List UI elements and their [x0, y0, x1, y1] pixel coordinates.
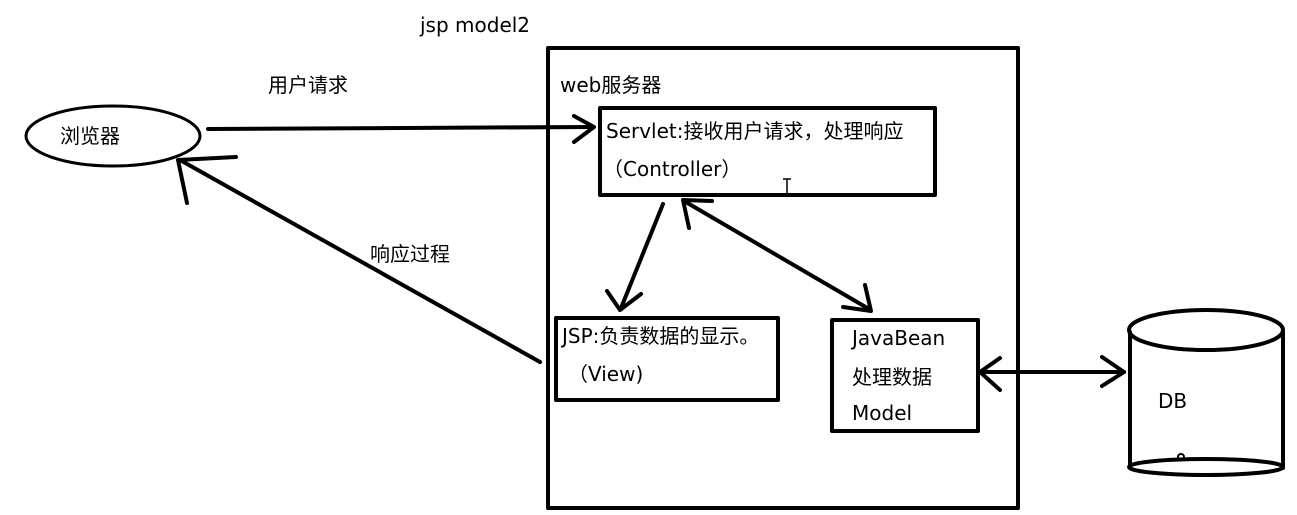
- servlet-description: Servlet:接收用户请求，处理响应: [606, 119, 904, 143]
- servlet-box: [598, 106, 937, 197]
- web-server-container: web服务器: [546, 46, 1020, 510]
- jsp-box: [554, 316, 780, 402]
- javabean-box: [830, 318, 980, 433]
- response-label: 响应过程: [370, 242, 450, 266]
- servlet-to-jsp-arrow: [605, 202, 665, 312]
- javabean-db-arrow: [978, 355, 1126, 392]
- servlet-role: （Controller）: [603, 157, 741, 181]
- servlet-javabean-head-bottom: [841, 283, 873, 313]
- javabean-db-head-left: [978, 356, 1002, 392]
- servlet-javabean-head-top: [681, 198, 714, 230]
- servlet-to-jsp-line: [619, 202, 665, 310]
- javabean-role: Model: [852, 401, 912, 425]
- servlet-node: Servlet:接收用户请求，处理响应 （Controller）: [598, 106, 937, 197]
- request-arrow: [206, 114, 596, 144]
- web-server-label: web服务器: [560, 73, 661, 97]
- servlet-javabean-arrow: [681, 198, 873, 313]
- browser-ellipse: [24, 104, 202, 168]
- request-arrow-line: [206, 125, 594, 131]
- database-mark: [1177, 453, 1185, 461]
- database-top: [1127, 308, 1285, 352]
- javabean-description: 处理数据: [852, 365, 932, 389]
- servlet-javabean-line: [682, 199, 871, 311]
- request-arrow-head: [572, 114, 596, 144]
- response-arrow: [176, 155, 542, 364]
- browser-label: 浏览器: [60, 124, 120, 148]
- jsp-description: JSP:负责数据的显示。: [560, 324, 759, 348]
- jsp-node: JSP:负责数据的显示。 （View): [554, 316, 780, 402]
- browser-node: 浏览器: [24, 104, 202, 168]
- request-label: 用户请求: [268, 73, 348, 97]
- diagram-title: jsp model2: [419, 13, 530, 37]
- database-node: DB: [1127, 308, 1285, 477]
- text-cursor-icon: [783, 178, 791, 196]
- database-label: DB: [1158, 389, 1187, 413]
- javabean-title: JavaBean: [850, 326, 945, 350]
- response-arrow-line: [178, 158, 542, 364]
- javabean-node: JavaBean 处理数据 Model: [830, 318, 980, 433]
- web-server-box: [546, 46, 1020, 510]
- javabean-db-head-right: [1100, 355, 1126, 388]
- database-bottom: [1127, 457, 1285, 477]
- jsp-role: （View): [568, 362, 643, 386]
- response-arrow-head: [176, 155, 238, 205]
- servlet-to-jsp-head: [605, 289, 643, 312]
